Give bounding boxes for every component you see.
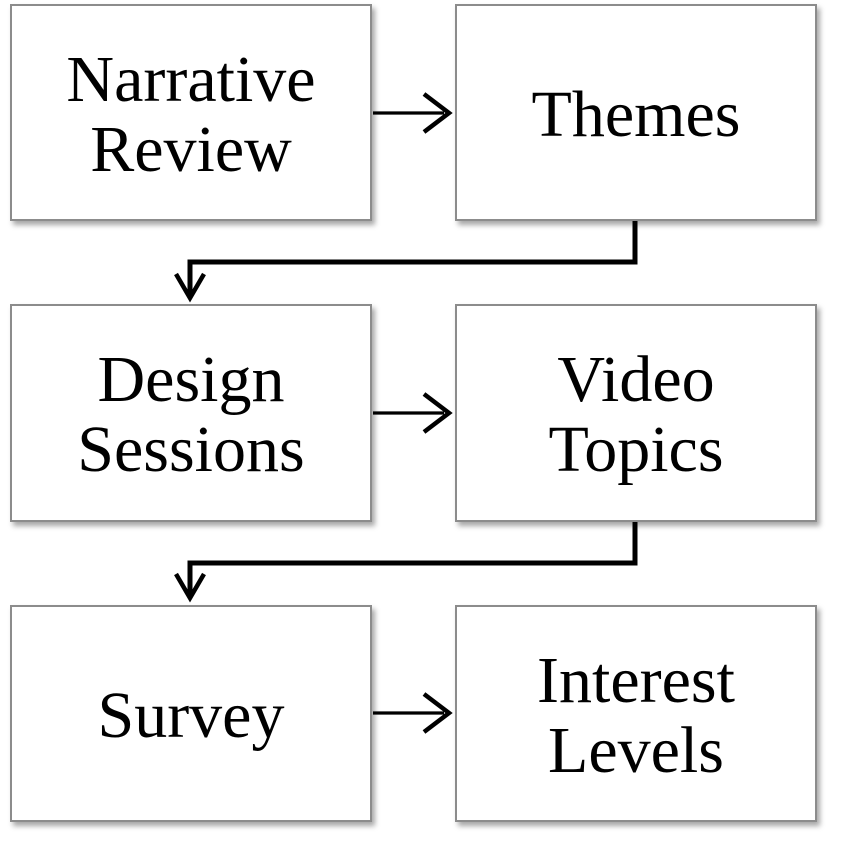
arrow-head (422, 92, 453, 134)
arrow-head (174, 572, 206, 603)
node-survey: Survey (10, 605, 372, 822)
arrow-design-sessions-to-video-topics (373, 392, 453, 434)
arrow-head (174, 272, 206, 303)
arrow-video-topics-to-survey (174, 522, 638, 603)
arrow-head (422, 692, 453, 734)
node-label-themes: Themes (531, 77, 741, 151)
node-label-survey: Survey (97, 678, 285, 752)
node-video-topics: Video Topics (455, 304, 817, 522)
arrow-survey-to-interest-levels (373, 692, 453, 734)
arrow-line (187, 522, 638, 596)
arrow-head (422, 392, 453, 434)
arrow-narrative-review-to-themes (373, 92, 453, 134)
arrow-themes-to-design-sessions (174, 220, 638, 303)
node-themes: Themes (455, 4, 817, 221)
node-interest-levels: Interest Levels (455, 605, 817, 822)
node-label-interest-levels: Interest Levels (537, 643, 735, 787)
node-label-video-topics: Video Topics (548, 343, 724, 486)
node-label-design-sessions: Design Sessions (77, 343, 305, 486)
node-narrative-review: Narrative Review (10, 4, 372, 221)
node-label-narrative-review: Narrative Review (66, 42, 316, 186)
arrow-line (187, 220, 638, 296)
node-design-sessions: Design Sessions (10, 304, 372, 522)
